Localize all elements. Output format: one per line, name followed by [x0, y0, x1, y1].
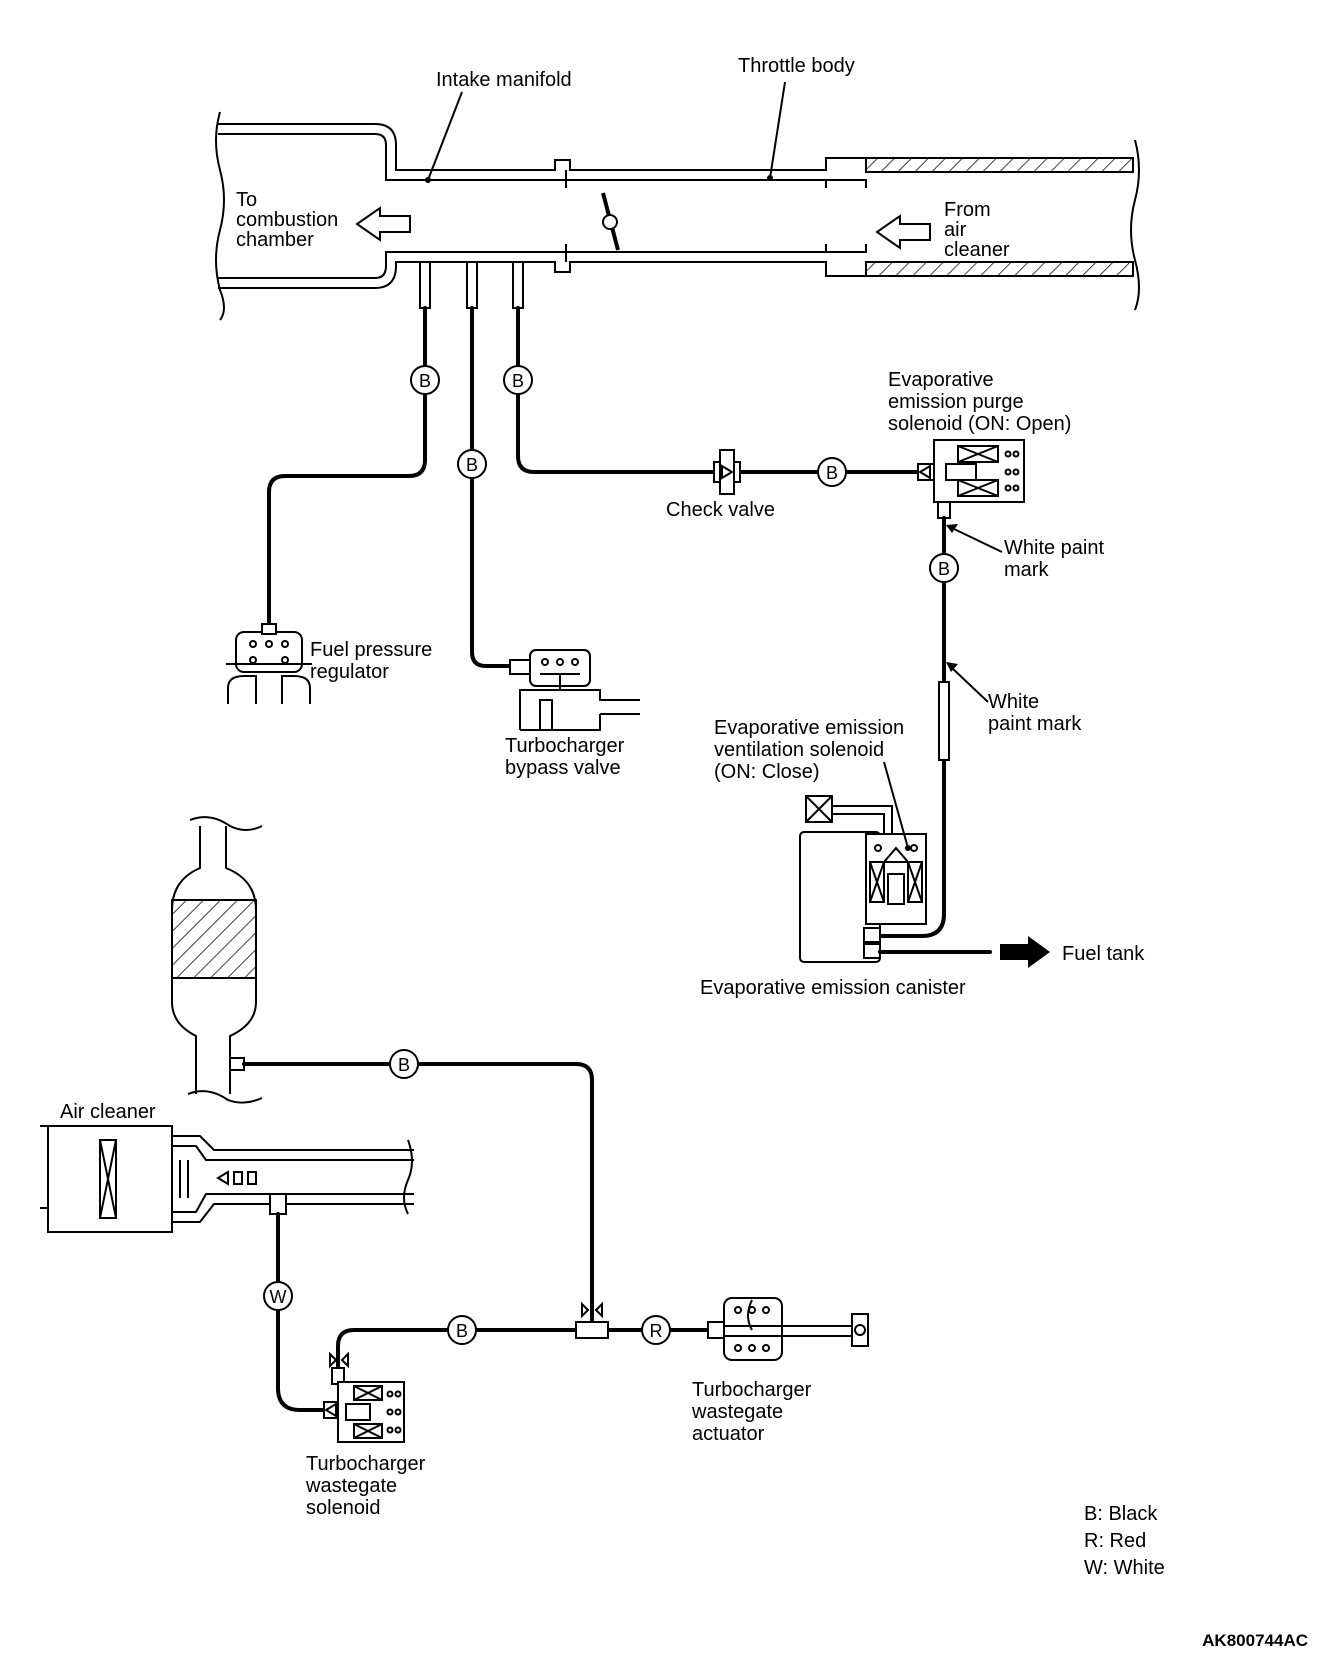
label-white-paint-mark-1: White paint mark — [1004, 537, 1110, 581]
badge-actuator-hose: R — [641, 1315, 671, 1345]
badge-regulator-hose: B — [410, 365, 440, 395]
label-ventilation-solenoid: Evaporative emission ventilation solenoi… — [714, 717, 910, 783]
svg-text:B: B — [512, 371, 524, 391]
badge-air-cleaner-hose: W — [263, 1281, 293, 1311]
badge-purge-hose-lower: B — [817, 457, 847, 487]
label-wastegate-solenoid: Turbocharger wastegate solenoid — [305, 1453, 431, 1519]
purge-solenoid — [917, 439, 1025, 519]
tee-fitting — [575, 1301, 609, 1339]
svg-text:B: B — [419, 371, 431, 391]
label-throttle-body: Throttle body — [738, 55, 855, 77]
intake-duct — [215, 111, 1140, 321]
hose-air-cleaner — [276, 1212, 324, 1412]
svg-text:B: B — [938, 559, 950, 579]
check-valve — [713, 449, 741, 495]
label-wastegate-actuator: Turbocharger wastegate actuator — [691, 1379, 817, 1445]
label-purge-solenoid: Evaporative emission purge solenoid (ON:… — [888, 369, 1071, 435]
turbocharger-wastegate-solenoid — [323, 1351, 405, 1443]
svg-text:B: B — [826, 463, 838, 483]
svg-text:B: B — [456, 1321, 468, 1341]
intercooler-pipe — [171, 816, 263, 1104]
badge-intercooler-hose: B — [389, 1049, 419, 1079]
badge-solenoid-hose: B — [447, 1315, 477, 1345]
label-bypass-valve: Turbocharger bypass valve — [505, 735, 630, 779]
flow-arrow-out-icon — [355, 206, 411, 242]
hose-purge — [516, 306, 918, 474]
label-canister: Evaporative emission canister — [700, 977, 966, 999]
label-air-cleaner: Air cleaner — [60, 1101, 156, 1123]
hose-colour-legend: B: Black R: Red W: White — [1084, 1503, 1165, 1579]
figure-code: AK800744AC — [1202, 1631, 1308, 1650]
badge-bypass-hose: B — [457, 449, 487, 479]
hose-bypass-valve — [470, 306, 514, 668]
evaporative-emission-canister — [799, 795, 927, 963]
label-check-valve: Check valve — [666, 499, 775, 521]
fuel-pressure-regulator — [226, 623, 312, 704]
svg-text:R: R — [650, 1321, 663, 1341]
hose-intercooler — [242, 1062, 594, 1322]
svg-text:B: B — [466, 455, 478, 475]
label-fuel-tank: Fuel tank — [1062, 943, 1145, 965]
white-paint-sleeve — [938, 681, 950, 761]
turbocharger-wastegate-actuator — [707, 1297, 869, 1361]
svg-text:B: B — [398, 1055, 410, 1075]
turbocharger-bypass-valve — [509, 649, 640, 731]
label-fuel-pressure-regulator: Fuel pressure regulator — [310, 639, 438, 683]
hose-fuel-pressure-regulator — [267, 306, 427, 630]
badge-purge-hose-upper: B — [503, 365, 533, 395]
flow-arrow-in-icon — [875, 214, 931, 250]
label-from-air-cleaner: From air cleaner — [944, 199, 1010, 261]
label-to-combustion-chamber: To combustion chamber — [236, 189, 344, 251]
air-cleaner — [40, 1125, 414, 1233]
fuel-tank-arrow-icon — [1000, 936, 1050, 968]
label-intake-manifold: Intake manifold — [436, 69, 572, 91]
svg-text:W: W — [270, 1287, 287, 1307]
hose-purge-to-canister — [878, 516, 946, 938]
badge-canister-hose: B — [929, 553, 959, 583]
label-white-paint-mark-2: White paint mark — [988, 691, 1082, 735]
